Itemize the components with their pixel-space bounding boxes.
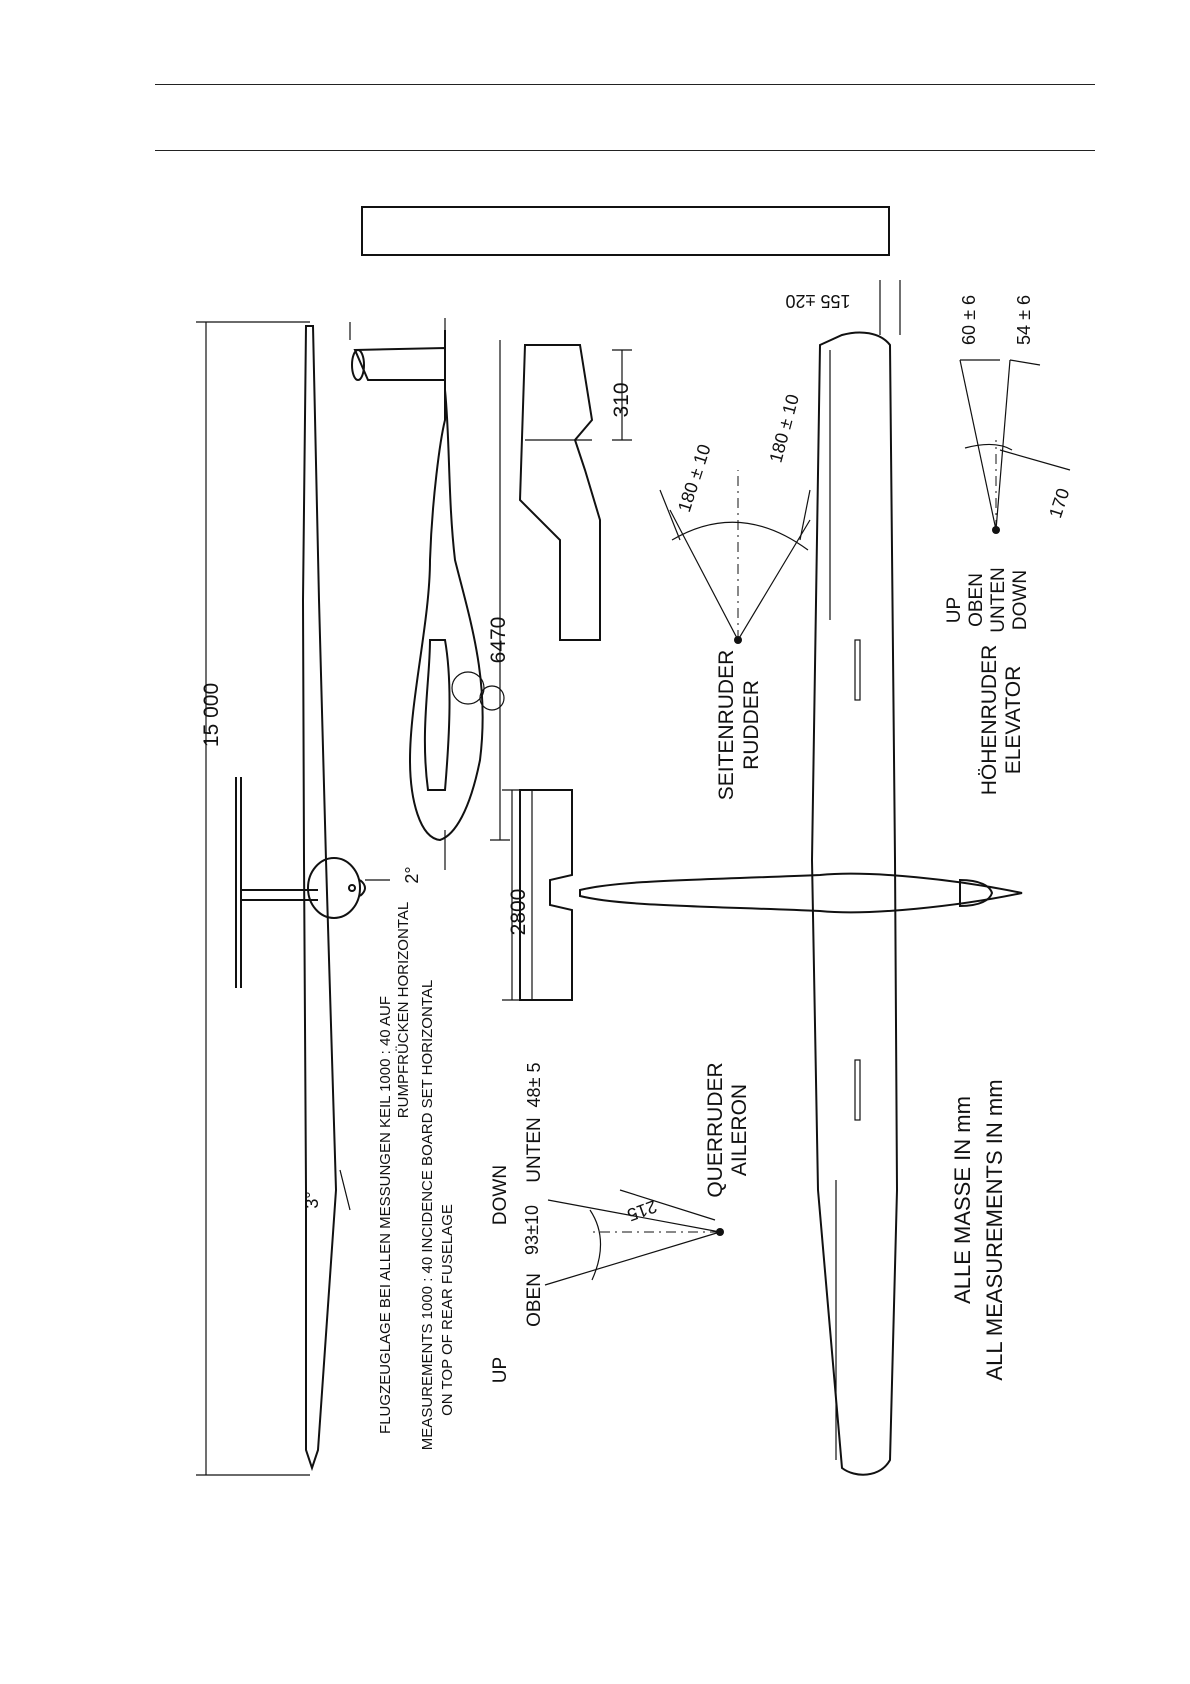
fuselage-length-label: 6470 (487, 617, 510, 664)
side-view-fuselage (408, 330, 484, 842)
elevator-unten-text: UNTEN (988, 567, 1009, 632)
aileron-up-de-text: OBEN (524, 1273, 545, 1327)
elevator-deflection-diagram (959, 359, 1071, 534)
fin-chord-label: 310 (610, 382, 633, 417)
side-view (349, 318, 510, 870)
aileron-lever-label: 215 (625, 1196, 660, 1225)
aileron-down-value-label: 48± 5 (524, 1063, 544, 1108)
incidence-label: 2° (402, 866, 422, 883)
elevator-de-label: HÖHENRUDER (978, 645, 1001, 796)
rudder-en-label: RUDDER (740, 680, 763, 770)
note-en-line2: ON TOP OF REAR FUSELAGE (439, 1204, 456, 1416)
units-en-label: ALL MEASUREMENTS IN mm (982, 1079, 1007, 1380)
plan-view-wing (810, 331, 899, 1476)
aileron-down-de-text: UNTEN (524, 1117, 545, 1182)
units-de-label: ALLE MASSE IN mm (950, 1096, 975, 1304)
control-labels: SEITENRUDER RUDDER HÖHENRUDER ELEVATOR U… (490, 567, 1031, 1383)
rudder-angle-b-label: 180 ± 10 (765, 392, 802, 465)
aileron-de-label: QUERRUDER (704, 1062, 727, 1197)
elevator-lever-label: 170 (1045, 486, 1073, 521)
front-view-wing (301, 325, 338, 1472)
rudder-angle-a-label: 180 ± 10 (674, 442, 715, 515)
title-box (361, 206, 890, 256)
side-view-fin (353, 346, 446, 381)
rudder-de-label: SEITENRUDER (715, 650, 738, 801)
aileron-up-en-text: UP (490, 1357, 511, 1383)
side-view-canopy (423, 639, 451, 791)
aileron-deflection-diagram (544, 1189, 724, 1286)
dihedral-label: 3° (302, 1191, 322, 1208)
tailplane-top-view (502, 789, 573, 1001)
span-label: 15 000 (200, 683, 223, 747)
front-view (196, 321, 390, 1476)
elevator-oben-text: OBEN (966, 573, 987, 627)
top-rule (155, 84, 1095, 85)
elevator-down-label: 54 ± 6 (1014, 295, 1034, 345)
note-de-line1: FLUGZEUGLAGE BEI ALLEN MESSUNGEN KEIL 10… (377, 996, 394, 1434)
plan-view-canopy (959, 878, 994, 908)
elevator-up-label: 60 ± 6 (959, 295, 979, 345)
aileron-down-en-text: DOWN (490, 1165, 511, 1225)
aileron-en-label: AILERON (728, 1084, 751, 1176)
aileron-up-value-label: 93±10 (522, 1205, 542, 1255)
plan-view (579, 280, 1023, 1476)
tail-span-label: 2800 (507, 889, 530, 936)
tailplane-outline (519, 789, 573, 1001)
note-en-line1: MEASUREMENTS 1000 : 40 INCIDENCE BOARD S… (419, 980, 436, 1450)
front-view-fuselage (307, 857, 361, 919)
elevator-up-text: UP (944, 597, 965, 623)
dimension-labels: 15 000 6470 2800 310 180 ± 10 180 ± 10 1… (200, 291, 1073, 1255)
notes: FLUGZEUGLAGE BEI ALLEN MESSUNGEN KEIL 10… (377, 902, 1007, 1450)
elevator-en-label: ELEVATOR (1002, 666, 1025, 775)
second-rule (155, 150, 1095, 151)
elevator-lever-dimension (999, 449, 1071, 471)
note-de-line2: RUMPFRÜCKEN HORIZONTAL (394, 902, 412, 1118)
elevator-down-text: DOWN (1010, 570, 1031, 630)
rudder-deflection-diagram (659, 470, 811, 644)
side-view-wheel (451, 671, 485, 705)
fin-detail (518, 344, 632, 641)
plan-view-fuselage (579, 872, 1023, 914)
tip-offset-label: 155 ±20 (786, 291, 851, 311)
